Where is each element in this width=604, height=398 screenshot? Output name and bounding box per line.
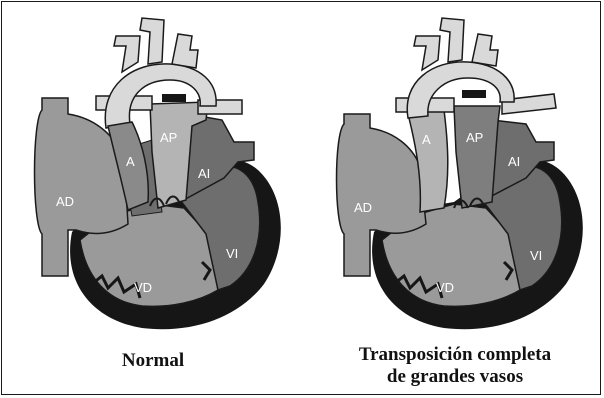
normal-heart-diagram: AD A AP AI VI VD bbox=[2, 2, 304, 342]
caption-transposition: Transposición completa de grandes vasos bbox=[304, 344, 604, 388]
caption-line-2: de grandes vasos bbox=[304, 366, 604, 388]
label-a: A bbox=[126, 154, 135, 169]
label-vi: VI bbox=[530, 248, 542, 263]
label-vd: VD bbox=[134, 280, 152, 295]
label-vi: VI bbox=[226, 246, 238, 261]
caption-line: Normal bbox=[2, 350, 304, 372]
transposed-pulmonary-artery bbox=[454, 106, 500, 208]
caption-line-1: Transposición completa bbox=[304, 344, 604, 366]
label-ap: AP bbox=[160, 130, 177, 145]
label-a: A bbox=[422, 132, 431, 147]
ductus-band bbox=[462, 90, 486, 98]
ductus-band bbox=[162, 94, 186, 102]
label-ai: AI bbox=[198, 166, 210, 181]
transposition-heart-panel: AD A AP AI VI VD Transposición completa … bbox=[304, 2, 604, 396]
caption-normal: Normal bbox=[2, 350, 304, 372]
label-ai: AI bbox=[508, 154, 520, 169]
transposition-heart-diagram: AD A AP AI VI VD bbox=[304, 2, 604, 342]
normal-heart-panel: AD A AP AI VI VD Normal bbox=[2, 2, 304, 396]
label-vd: VD bbox=[436, 280, 454, 295]
label-ad: AD bbox=[354, 200, 372, 215]
label-ap: AP bbox=[466, 130, 483, 145]
label-ad: AD bbox=[56, 194, 74, 209]
